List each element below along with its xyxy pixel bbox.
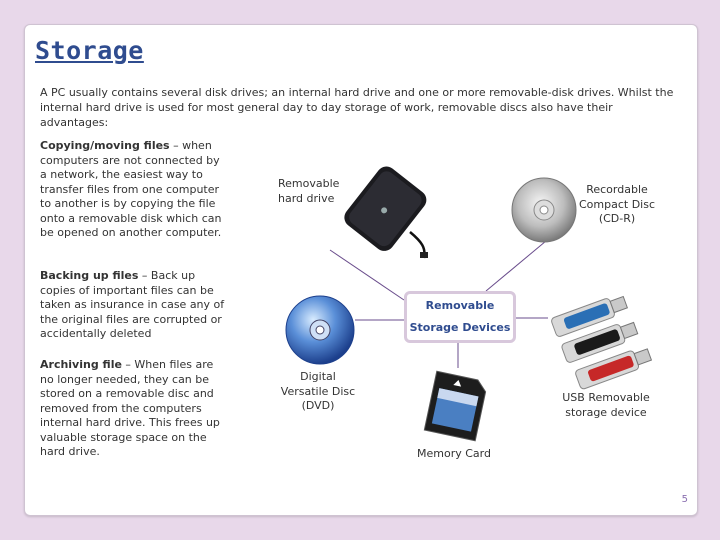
line-to-hdd: [329, 249, 405, 301]
copying-term: Copying/moving files: [40, 139, 170, 152]
usb-label: USB Removable storage device: [562, 391, 650, 419]
cd-label: Recordable Compact Disc (CD-R): [578, 183, 655, 225]
hub-line1: Removable: [425, 299, 495, 312]
slide-frame: [24, 24, 698, 516]
dvd-label: Digital Versatile Disc (DVD): [280, 370, 356, 412]
hard-drive-icon: [344, 166, 428, 259]
copying-paragraph: Copying/moving files – when computers ar…: [40, 139, 226, 241]
archiving-term: Archiving file: [40, 358, 122, 371]
dvd-icon: [285, 295, 355, 365]
cd-icon: [511, 177, 577, 243]
backup-paragraph: Backing up files – Back up copies of imp…: [40, 269, 226, 342]
archiving-paragraph: Archiving file – When files are no longe…: [40, 358, 226, 460]
page-title: Storage: [35, 36, 144, 65]
page-number: 5: [681, 494, 688, 505]
archiving-text: – When files are no longer needed, they …: [40, 358, 220, 458]
memory-card-icon: [423, 370, 487, 442]
backup-term: Backing up files: [40, 269, 139, 282]
hub-line2: Storage Devices: [409, 321, 511, 334]
hdd-label: Removable hard drive: [278, 177, 340, 205]
line-to-cd: [485, 235, 553, 292]
backup-text: – Back up copies of important files can …: [40, 269, 225, 340]
hub-box: [404, 291, 516, 343]
usb-stick-icon: [551, 295, 653, 390]
intro-paragraph: A PC usually contains several disk drive…: [40, 86, 674, 129]
copying-text: – when computers are not connected by a …: [40, 139, 222, 239]
card-label: Memory Card: [417, 447, 491, 460]
